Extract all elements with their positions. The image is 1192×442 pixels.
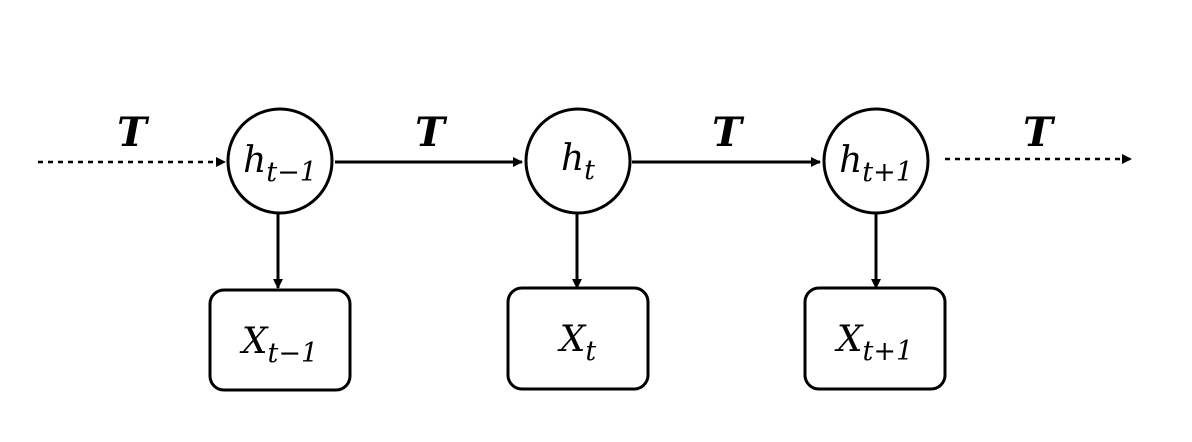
observation-base: X <box>557 319 587 360</box>
hidden-state-subscript: t <box>584 155 595 186</box>
hidden-state-label: ht <box>561 138 595 186</box>
observation-base: X <box>239 321 269 362</box>
hidden-state-node <box>524 107 632 215</box>
hidden-state-label: ht+1 <box>839 140 913 188</box>
observation-node <box>803 286 947 391</box>
hidden-state-node <box>226 107 334 215</box>
hidden-state-subscript: t+1 <box>862 157 913 188</box>
hidden-state-base: h <box>243 140 266 181</box>
transition-label: T <box>1023 109 1056 156</box>
transition-label: T <box>415 109 448 156</box>
hidden-state-subscript: t−1 <box>266 157 317 188</box>
observation-subscript: t <box>585 336 596 367</box>
observation-label: Xt <box>557 319 597 367</box>
hidden-state-base: h <box>561 138 584 179</box>
hidden-state-label: ht−1 <box>243 140 317 188</box>
hidden-state-node <box>822 107 930 215</box>
observation-label: Xt+1 <box>834 319 913 367</box>
hidden-state-base: h <box>839 140 862 181</box>
observation-node <box>208 288 352 392</box>
observation-base: X <box>834 319 864 360</box>
observation-subscript: t+1 <box>862 336 913 367</box>
transition-label: T <box>712 109 745 156</box>
transition-label: T <box>117 109 150 156</box>
observation-label: Xt−1 <box>239 321 318 369</box>
observation-subscript: t−1 <box>267 338 318 369</box>
observation-node <box>506 286 650 391</box>
